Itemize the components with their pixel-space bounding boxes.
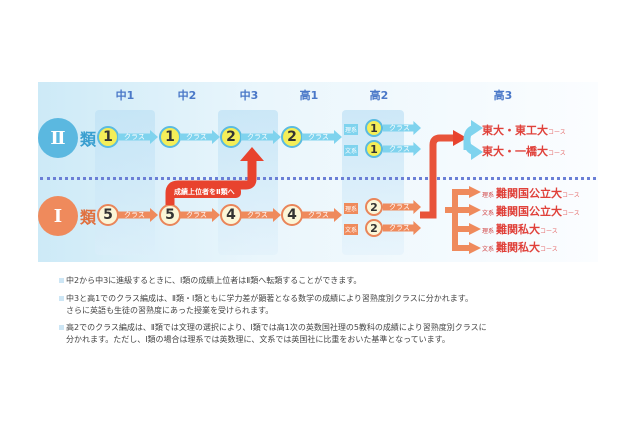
- note-text: 分かれます。ただし、Ⅰ類の場合は理系では英数理に、文系では英国社に比重をおいた基…: [66, 335, 450, 344]
- header-ko2: 高2: [369, 89, 389, 102]
- note-text: 中2から中3に進級するときに、Ⅰ類の成績上位者はⅡ類へ転類することができます。: [58, 276, 362, 285]
- header-ko3: 高3: [493, 89, 513, 102]
- note-text: 中3と高1でのクラス編成は、Ⅱ類・Ⅰ類ともに学力差が顕著となる数学の成績により習…: [59, 294, 473, 303]
- promotion-arrow: [165, 147, 264, 205]
- note-text: 高2でのクラス編成は、Ⅱ類では文理の選択により、Ⅰ類では高1次の英数国社理の5教…: [59, 323, 487, 332]
- destination-course: 理系難関私大コース: [482, 221, 558, 237]
- arrow-class: クラス: [241, 208, 281, 222]
- header-chu3: 中3: [239, 89, 259, 102]
- course-name: 難関国公立大: [496, 187, 563, 200]
- type-suffix: 類: [80, 208, 97, 227]
- branch-arrows: [420, 120, 483, 254]
- type2-label: Ⅱ 類: [38, 118, 96, 158]
- type1-label: Ⅰ 類: [38, 196, 96, 236]
- course-suffix: コース: [548, 129, 566, 136]
- type2-badge: Ⅱ: [38, 118, 78, 158]
- track: 理系: [482, 228, 495, 235]
- track: 理系: [482, 192, 495, 199]
- class-count: 4: [281, 204, 303, 226]
- track: 文系: [482, 246, 495, 253]
- class-count: 1: [365, 119, 383, 137]
- course-name: 東大・東工大: [482, 124, 548, 137]
- header-chu2: 中2: [177, 89, 197, 102]
- arrow-class: クラス: [118, 130, 158, 144]
- arrow-class: クラス: [302, 130, 342, 144]
- destination-course: 文系難関私大コース: [482, 239, 558, 255]
- track: 文系: [482, 210, 495, 217]
- course-name: 難関私大: [496, 223, 541, 236]
- divider: [40, 177, 596, 180]
- class-count: 2: [365, 198, 383, 216]
- arrow-class: クラス: [383, 221, 421, 235]
- type1-badge: Ⅰ: [38, 196, 78, 236]
- course-name: 東大・一橋大: [482, 145, 548, 158]
- arrow-class: クラス: [241, 130, 281, 144]
- arrow-class: クラス: [383, 121, 421, 135]
- track-label: 文系: [344, 145, 359, 156]
- class-count: 5: [97, 204, 119, 226]
- destination-course: 理系難関国公立大コース: [482, 185, 580, 201]
- class-count: 2: [365, 219, 383, 237]
- arrow-class: クラス: [383, 200, 421, 214]
- promotion-label: 成績上位者をⅡ類へ: [168, 186, 241, 198]
- track-label: 文系: [344, 224, 359, 235]
- class-count: 1: [97, 126, 119, 148]
- course-name: 難関私大: [496, 241, 541, 254]
- course-suffix: コース: [548, 150, 566, 157]
- arrow-class: クラス: [180, 208, 220, 222]
- destination-course: 東大・東工大コース: [482, 122, 566, 138]
- header-chu1: 中1: [115, 89, 135, 102]
- destination-course: 文系難関国公立大コース: [482, 203, 580, 219]
- class-count: 2: [281, 126, 303, 148]
- header-ko1: 高1: [299, 89, 319, 102]
- course-suffix: コース: [562, 192, 580, 199]
- arrow-class: クラス: [383, 142, 421, 156]
- destination-course: 東大・一橋大コース: [482, 143, 566, 159]
- course-name: 難関国公立大: [496, 205, 563, 218]
- arrow-class: クラス: [180, 130, 220, 144]
- arrow-class: クラス: [118, 208, 158, 222]
- course-suffix: コース: [540, 246, 558, 253]
- arrow-class: クラス: [302, 208, 342, 222]
- note-text: さらに英語も生徒の習熟度にあった授業を受けられます。: [66, 306, 274, 315]
- course-suffix: コース: [540, 228, 558, 235]
- course-suffix: コース: [562, 210, 580, 217]
- track-label: 理系: [344, 124, 359, 135]
- track-label: 理系: [344, 203, 359, 214]
- type-suffix: 類: [80, 130, 97, 149]
- class-count: 1: [365, 140, 383, 158]
